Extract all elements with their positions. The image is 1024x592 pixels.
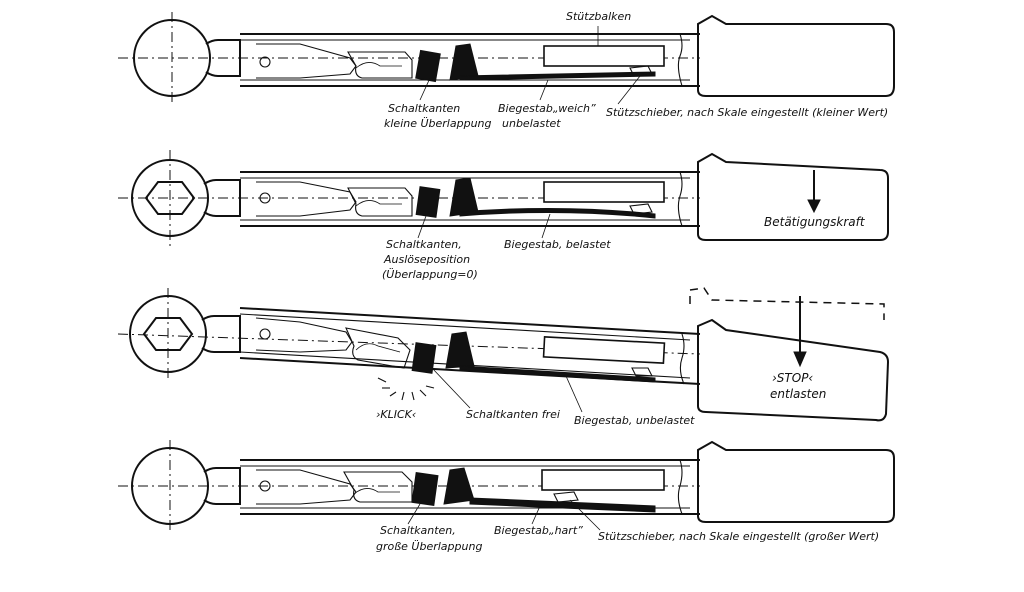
support-slider	[629, 65, 653, 77]
label-stuetzbalken: Stützbalken	[566, 10, 631, 23]
label-stuetzschieber-klein: Stützschieber, nach Skale eingestellt (k…	[606, 106, 888, 119]
bending-bar	[459, 71, 656, 81]
label-biegestab-belastet: Biegestab, belastet	[504, 238, 611, 251]
switch-edge-left	[415, 49, 441, 83]
label-schaltkanten: Schaltkanten,	[386, 238, 462, 251]
bending-bar-hard	[469, 497, 656, 513]
switch-edge-right	[449, 43, 479, 81]
label-betaetigungskraft: Betätigungskraft	[764, 215, 866, 229]
label-stuetzschieber-gross: Stützschieber, nach Skale eingestellt (g…	[598, 530, 879, 543]
tube	[240, 33, 700, 87]
label-stop: ›STOP‹	[772, 371, 813, 385]
handle-previous-position	[689, 287, 885, 320]
label-ueberlappung-null: (Überlappung=0)	[382, 268, 478, 281]
panel-3-released: ›STOP‹ entlasten ›KLICK‹ Schaltkanten fr…	[117, 287, 890, 427]
label-biegestab-weich: Biegestab„weich”	[498, 102, 596, 115]
hex-socket	[144, 181, 196, 215]
label-grosse-ueberlappung: große Überlappung	[376, 540, 482, 553]
support-beam	[543, 45, 665, 67]
panel-4-large-overlap: Schaltkanten, große Überlappung Biegesta…	[118, 440, 895, 553]
label-kleine-ueberlappung: kleine Überlappung	[384, 117, 492, 130]
bending-bar-loaded	[459, 207, 656, 219]
label-unbelastet: unbelastet	[502, 117, 561, 130]
label-schaltkanten: Schaltkanten,	[380, 524, 456, 537]
wrench-head	[133, 19, 211, 97]
handle	[697, 14, 895, 97]
label-entlasten: entlasten	[770, 387, 826, 401]
label-schaltkanten: Schaltkanten	[388, 102, 460, 115]
label-ausloeseposition: Auslöseposition	[383, 253, 470, 266]
panel-1-small-overlap: Stützbalken Schaltkanten kleine Überlapp…	[118, 10, 895, 130]
label-biegestab-hart: Biegestab„hart”	[494, 524, 583, 537]
label-schaltkanten-frei: Schaltkanten frei	[466, 408, 560, 421]
click-burst	[377, 377, 435, 401]
support-slider-large	[553, 491, 579, 503]
panel-2-loaded: Betätigungskraft Schaltkanten, Auslösepo…	[118, 150, 889, 281]
label-biegestab-unbelastet: Biegestab, unbelastet	[574, 414, 695, 427]
label-klick: ›KLICK‹	[376, 408, 416, 421]
